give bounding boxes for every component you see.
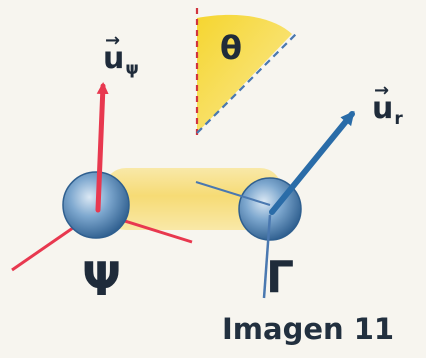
- vector-arrow-icon: →: [105, 30, 121, 51]
- figure-caption: Imagen 11: [222, 312, 395, 346]
- psi-label: Ψ: [82, 252, 122, 306]
- vector-arrow-icon: →: [374, 80, 390, 101]
- u-psi-subscript: ψ: [125, 59, 139, 79]
- u-r-base: u: [372, 91, 394, 126]
- u-psi-base: u: [103, 41, 125, 76]
- u-psi-vector: [95, 82, 109, 213]
- gamma-axis-line-left: [195, 181, 271, 206]
- gamma-label: Γ: [266, 252, 295, 303]
- u-r-vector: [269, 110, 355, 215]
- u-r-label: → ur: [372, 82, 403, 129]
- gamma-axis-line-down: [262, 214, 272, 299]
- bond: [104, 168, 282, 230]
- angle-wedge: [197, 14, 292, 134]
- theta-label: θ: [220, 29, 242, 67]
- u-psi-label: → uψ: [103, 32, 139, 79]
- u-r-subscript: r: [394, 109, 403, 129]
